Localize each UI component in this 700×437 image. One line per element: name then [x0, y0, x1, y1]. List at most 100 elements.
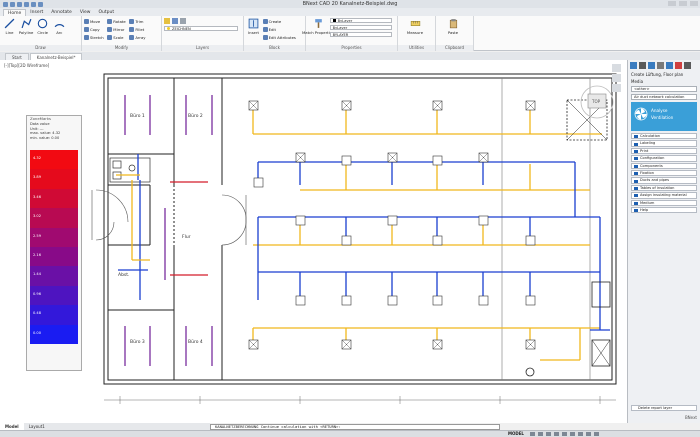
line-icon [4, 18, 15, 29]
color-band-value: 0.48 [33, 311, 42, 316]
palette-item-fixation[interactable]: Fixation [631, 169, 697, 177]
palette-item-calculation[interactable]: Calculation [631, 133, 697, 140]
color-band: 3.89 [30, 169, 78, 189]
lineweight-dropdown[interactable]: BYLAYER [329, 32, 392, 37]
delete-report-layer-button[interactable]: Delete report layer [631, 405, 697, 411]
layer-dropdown[interactable]: ZEICHNEN [164, 26, 238, 31]
circle-button[interactable]: Circle [35, 18, 50, 35]
polar-icon[interactable] [554, 432, 559, 436]
palette-title: Create Lüftung, Floor plan [631, 72, 684, 77]
palette-item-medium[interactable]: Medium [631, 199, 697, 206]
palette-item-assign-insulating-material[interactable]: Assign insulating material [631, 192, 697, 199]
insert-button[interactable]: Insert [246, 18, 261, 35]
block-group: Insert Create Edit Edit Attributes Block [244, 16, 306, 51]
arc-button[interactable]: Arc [52, 18, 67, 35]
grid-icon[interactable] [530, 432, 535, 436]
block-group-label: Block [244, 45, 305, 51]
palette-item-configuration[interactable]: Configuration [631, 155, 697, 162]
viewcube[interactable]: TOP [580, 85, 614, 119]
drawing-viewport[interactable]: [-][Top][2D Wireframe] [0, 60, 627, 423]
document-tabs: Start Kanalnetz-Beispiel* [0, 52, 700, 60]
outer-wall [103, 73, 617, 385]
array-button[interactable]: Array [129, 34, 146, 41]
stretch-button[interactable]: Stretch [84, 34, 104, 41]
palette-item-tables-of-insulation[interactable]: Tables of insulation [631, 184, 697, 192]
legend-line-0: Data value [30, 122, 50, 126]
clipboard-group: Paste Clipboard [436, 16, 474, 51]
tab-layout1[interactable]: Layout1 [28, 424, 45, 429]
copy-button[interactable]: Copy [84, 26, 104, 33]
undo-icon[interactable] [24, 1, 29, 7]
palette-item-print[interactable]: Print [631, 147, 697, 155]
snap-icon[interactable] [538, 432, 543, 436]
lineweight-icon[interactable] [570, 432, 575, 436]
mirror-button[interactable]: Mirror [107, 26, 125, 33]
rotate-button[interactable]: Rotate [107, 18, 126, 25]
palette-tool-2-icon[interactable] [639, 62, 646, 69]
polyline-button[interactable]: Polyline [19, 18, 34, 35]
linetype-dropdown[interactable]: ByLayer [329, 25, 392, 30]
zoom-icon[interactable] [612, 74, 621, 82]
tab-insert[interactable]: Insert [30, 10, 44, 15]
palette-tool-3-icon[interactable] [648, 62, 655, 69]
redo-icon[interactable] [31, 1, 36, 7]
tab-annotate[interactable]: Annotate [51, 10, 72, 15]
save-icon[interactable] [17, 1, 22, 7]
settings-gear-icon[interactable] [594, 432, 599, 436]
modify-group: Move Copy Stretch Rotate Mirror Scale Tr… [82, 16, 162, 51]
pan-icon[interactable] [612, 64, 621, 72]
media-dropdown[interactable]: <other> [631, 86, 697, 92]
palette-item-components[interactable]: Components [631, 162, 697, 169]
measure-button[interactable]: Measure [400, 18, 430, 35]
zone-marks-legend[interactable]: ZoneMarks Data value Unit: --- max. valu… [26, 115, 82, 371]
palette-tool-5-icon[interactable] [666, 62, 673, 69]
workspace-icon[interactable] [586, 432, 591, 436]
color-dropdown[interactable]: ByLayer [329, 18, 392, 23]
minimize-button[interactable] [668, 1, 676, 6]
new-icon[interactable] [3, 1, 8, 7]
trim-button[interactable]: Trim [129, 18, 145, 25]
array-icon [129, 35, 135, 40]
create-block-button[interactable]: Create [262, 18, 296, 25]
close-button[interactable] [690, 1, 698, 6]
match-properties-button[interactable]: Match Properties [302, 18, 334, 35]
edit-block-button[interactable]: Edit [262, 26, 296, 33]
layer-state-icon[interactable] [172, 18, 178, 24]
line-button[interactable]: Line [2, 18, 17, 35]
palette-tool-4-icon[interactable] [657, 62, 664, 69]
tab-model[interactable]: Model [0, 423, 24, 430]
maximize-button[interactable] [679, 1, 687, 6]
paste-button[interactable]: Paste [438, 18, 468, 35]
osnap-icon[interactable] [562, 432, 567, 436]
model-space-toggle[interactable]: MODEL [508, 431, 524, 436]
print-icon[interactable] [38, 1, 43, 7]
clipboard-group-label: Clipboard [436, 45, 473, 51]
ortho-icon[interactable] [546, 432, 551, 436]
palette-tool-7-icon[interactable] [684, 62, 691, 69]
layer-freeze-icon[interactable] [180, 18, 186, 24]
palette-tool-1-icon[interactable] [630, 62, 637, 69]
network-dropdown[interactable]: Air duct network calculation [631, 94, 697, 100]
fillet-button[interactable]: Fillet [129, 26, 145, 33]
tab-home[interactable]: Home [3, 9, 27, 16]
tab-output[interactable]: Output [98, 10, 115, 15]
layer-properties-icon[interactable] [164, 18, 170, 24]
move-button[interactable]: Move [84, 18, 104, 25]
palette-tool-6-icon[interactable] [675, 62, 682, 69]
palette-item-help[interactable]: Help [631, 206, 697, 214]
tab-view[interactable]: View [79, 10, 91, 15]
annotation-scale-icon[interactable] [578, 432, 583, 436]
edit-attributes-button[interactable]: Edit Attributes [262, 34, 296, 41]
scale-button[interactable]: Scale [107, 34, 125, 41]
open-icon[interactable] [10, 1, 15, 7]
palette-item-ducts-and-pipes[interactable]: Ducts and pipes [631, 177, 697, 184]
color-band: 3.46 [30, 188, 78, 209]
viewport-controls[interactable]: [-][Top][2D Wireframe] [4, 63, 50, 68]
orbit-icon[interactable] [612, 84, 621, 92]
tab-start[interactable]: Start [5, 53, 29, 60]
color-band-value: 3.02 [33, 214, 42, 219]
edit-block-icon [262, 27, 268, 32]
tab-drawing[interactable]: Kanalnetz-Beispiel* [29, 53, 83, 60]
palette-item-labeling[interactable]: Labeling [631, 140, 697, 147]
command-line[interactable]: KANALNETZBERECHNUNG Continue calculation… [210, 424, 500, 430]
